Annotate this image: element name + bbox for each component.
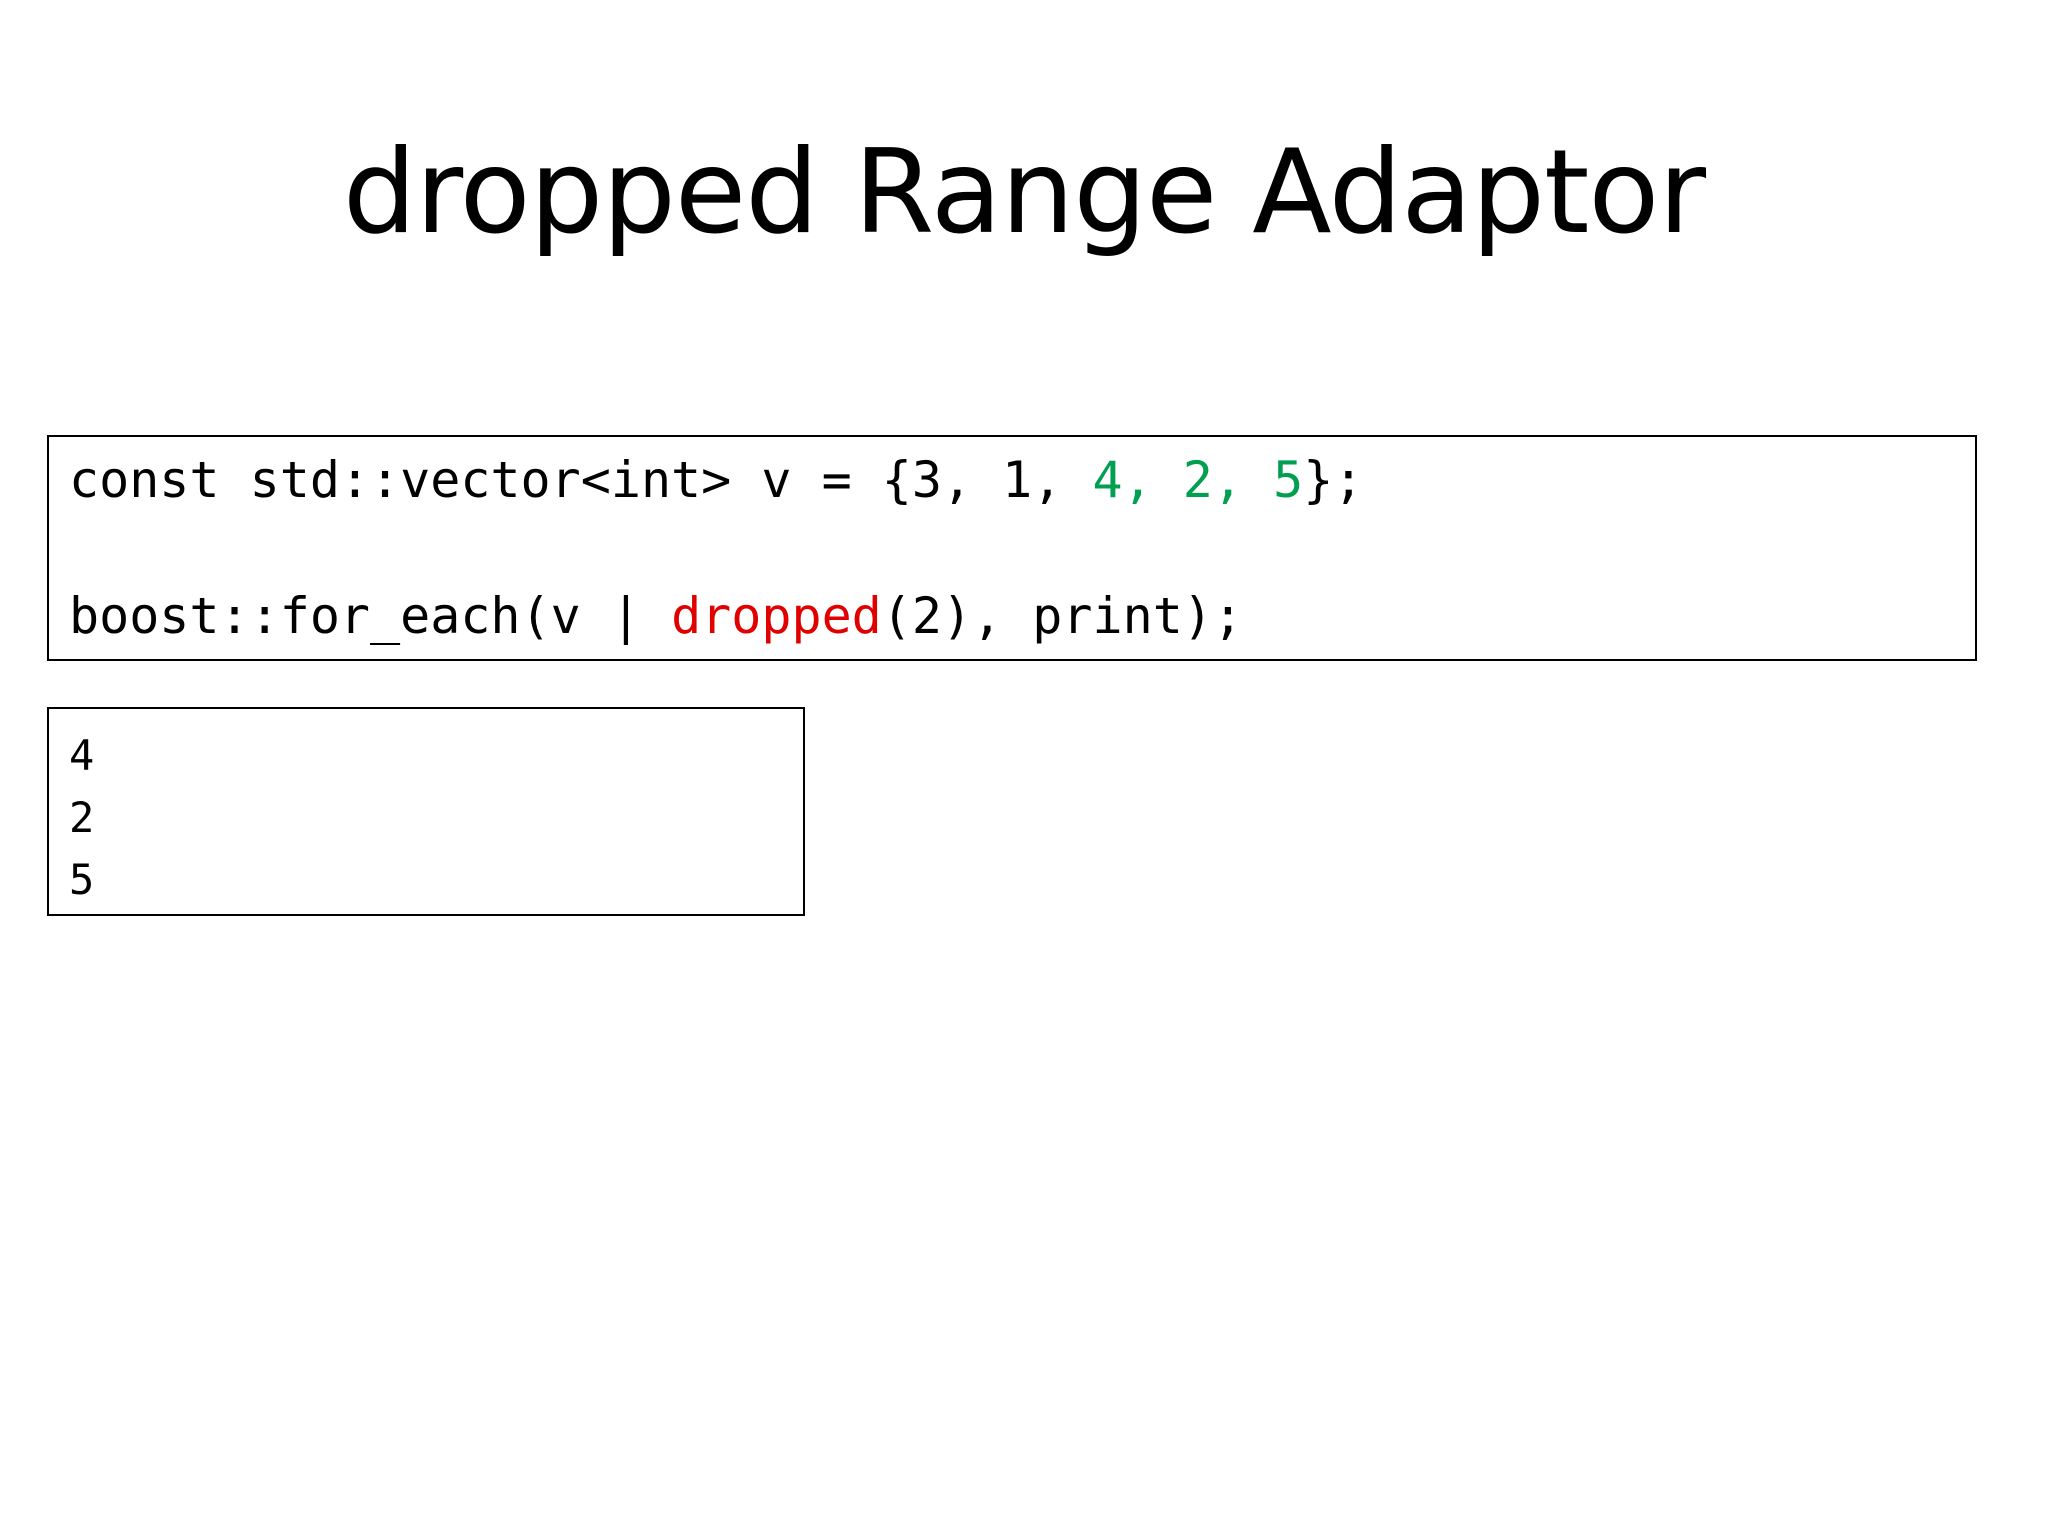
- code-text: (2), print);: [881, 587, 1244, 645]
- output-line: 5: [69, 855, 95, 904]
- output-block: 4 2 5: [47, 707, 805, 916]
- highlighted-elements: 4, 2, 5: [1092, 451, 1304, 509]
- slide-title: dropped Range Adaptor: [342, 125, 1706, 260]
- output-line: 4: [69, 731, 95, 780]
- code-text: };: [1303, 451, 1364, 509]
- code-text: const std::vector<int> v = {3, 1,: [69, 451, 1093, 509]
- code-line-for-each: boost::for_each(v | dropped(2), print);: [69, 586, 1243, 646]
- code-line-vector-declaration: const std::vector<int> v = {3, 1, 4, 2, …: [69, 450, 1363, 510]
- code-text: boost::for_each(v |: [69, 587, 672, 645]
- dropped-keyword: dropped: [671, 587, 882, 645]
- output-line: 2: [69, 793, 95, 842]
- code-block: const std::vector<int> v = {3, 1, 4, 2, …: [47, 435, 1977, 661]
